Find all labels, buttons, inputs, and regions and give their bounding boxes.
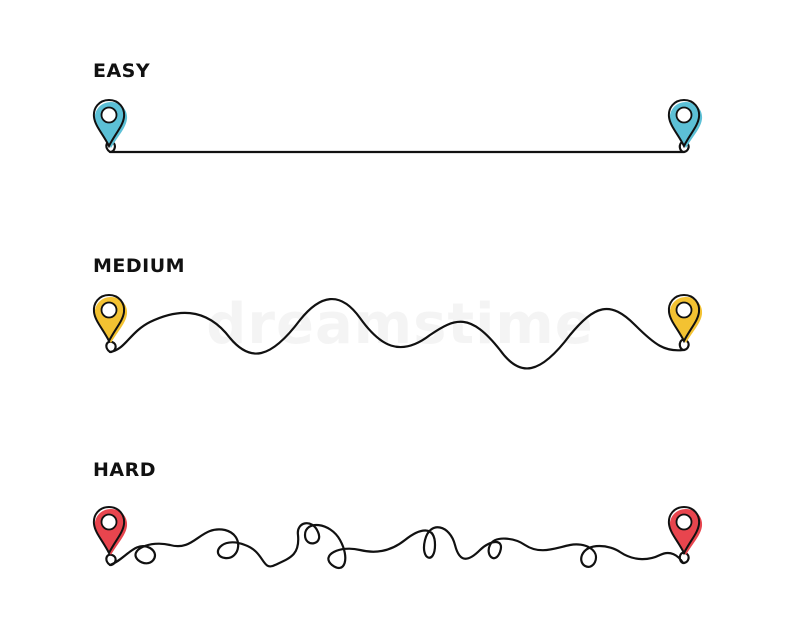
end-pin-icon [667,505,703,556]
route-easy [92,98,703,154]
route-label-easy: EASY [93,60,151,82]
start-pin-icon [92,505,128,556]
route-hard-path [105,522,690,569]
route-label-hard: HARD [93,459,157,481]
start-pin-icon [92,293,128,344]
route-label-medium: MEDIUM [93,255,186,277]
route-easy-path [105,140,690,154]
route-medium [92,293,703,370]
route-hard [92,505,703,569]
route-medium-path [105,298,690,370]
end-pin-icon [667,293,703,344]
start-pin-icon [92,98,128,149]
end-pin-icon [667,98,703,149]
